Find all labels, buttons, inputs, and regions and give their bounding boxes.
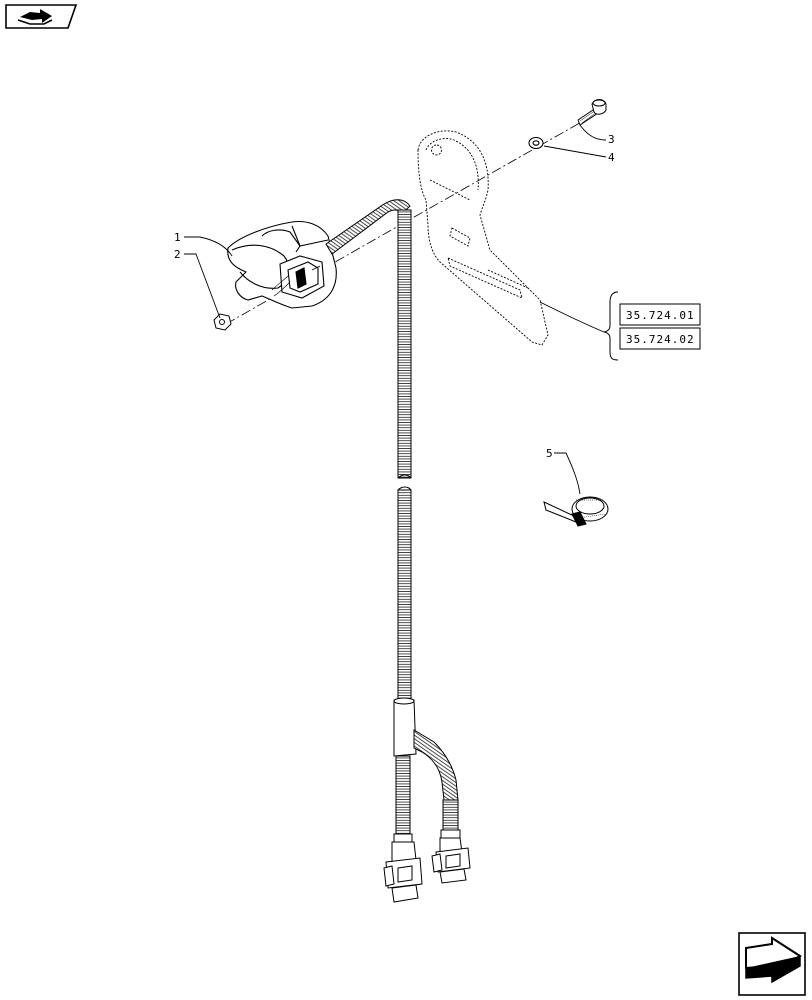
plug-connector-right <box>431 837 471 884</box>
callout-3: 3 <box>608 133 615 146</box>
leader-lines <box>184 124 607 495</box>
bracket <box>417 130 549 346</box>
callout-1: 1 <box>174 231 181 244</box>
assembly-axis-line <box>225 115 593 325</box>
plug-connector-left <box>383 841 423 903</box>
harness-cable <box>325 199 461 843</box>
callout-2: 2 <box>174 248 181 261</box>
reference-brace <box>603 291 619 361</box>
next-page-arrow-icon[interactable] <box>738 932 806 996</box>
nut <box>213 313 232 331</box>
callout-5: 5 <box>546 447 553 460</box>
callout-4: 4 <box>608 151 615 164</box>
cable-tie <box>543 496 609 527</box>
reference-label-1: 35.724.01 <box>626 309 695 322</box>
reference-box-2[interactable]: 35.724.02 <box>619 327 701 350</box>
reference-box-1[interactable]: 35.724.01 <box>619 303 701 326</box>
screw <box>577 99 607 126</box>
book-arrow-icon[interactable] <box>5 4 78 29</box>
reference-label-2: 35.724.02 <box>626 333 695 346</box>
socket-connector <box>227 220 337 309</box>
washer <box>528 136 544 150</box>
